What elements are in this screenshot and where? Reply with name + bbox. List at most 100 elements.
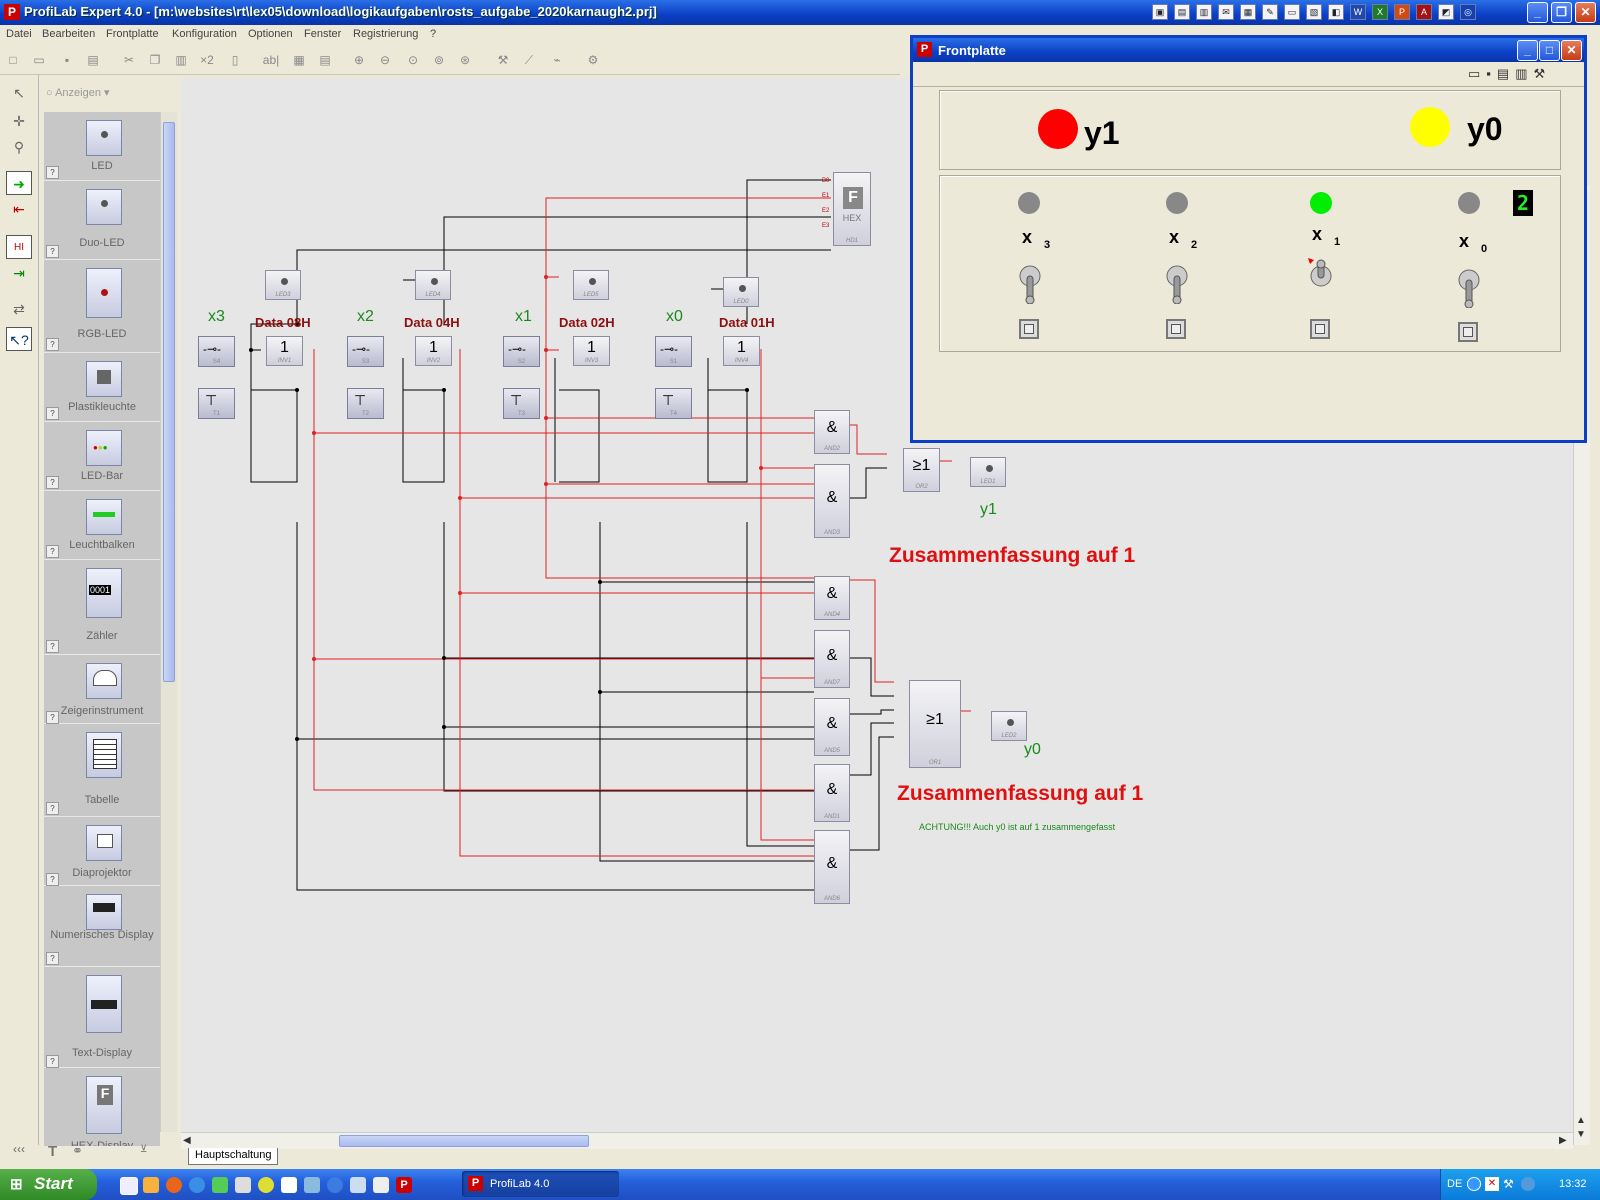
- menu-frontplatte[interactable]: Frontplatte: [106, 28, 159, 40]
- tray-app-icon[interactable]: ▤: [1174, 4, 1190, 20]
- tools-icon[interactable]: ⚒: [497, 53, 509, 67]
- palette-item-numerisches-display[interactable]: Numerisches Display ?: [44, 886, 160, 967]
- mail-icon[interactable]: ✉: [1218, 4, 1234, 20]
- zoom-fit-icon[interactable]: ⊙: [407, 53, 419, 67]
- wire-icon[interactable]: ⟋: [524, 53, 534, 67]
- notes-icon[interactable]: ✎: [1262, 4, 1278, 20]
- output-led-y0[interactable]: LED2: [991, 711, 1027, 741]
- help-question-icon[interactable]: ?: [46, 711, 59, 724]
- restore-button[interactable]: ❐: [1551, 2, 1572, 23]
- print-icon[interactable]: ▤: [87, 53, 99, 67]
- palette-item-diaprojektor[interactable]: Diaprojektor ?: [44, 817, 160, 886]
- palette-item-rgb-led[interactable]: RGB-LED ?: [44, 260, 160, 353]
- taskbar-task-profilab[interactable]: P ProfiLab 4.0: [462, 1171, 619, 1197]
- tray-app-icon[interactable]: ▦: [1240, 4, 1256, 20]
- palette-item-led-bar[interactable]: ●●● LED-Bar ?: [44, 422, 160, 491]
- help-question-icon[interactable]: ?: [46, 952, 59, 965]
- language-indicator[interactable]: DE: [1447, 1178, 1463, 1190]
- quicklaunch-app-icon[interactable]: [143, 1177, 159, 1193]
- tools-icon[interactable]: ⚒: [1533, 66, 1552, 81]
- binoculars-icon[interactable]: ⚭: [72, 1143, 83, 1158]
- and-gate-and2[interactable]: &AND2: [814, 410, 850, 454]
- help-question-icon[interactable]: ?: [46, 873, 59, 886]
- button-x3[interactable]: ⊤T1: [198, 388, 235, 419]
- help-question-icon[interactable]: ?: [46, 166, 59, 179]
- switch-x1[interactable]: -⊸-S2: [503, 336, 540, 367]
- x0-toggle-switch[interactable]: [1456, 268, 1482, 308]
- palette-scrollbar[interactable]: [160, 112, 177, 1132]
- print-icon[interactable]: ▤: [1496, 66, 1516, 81]
- copy-icon[interactable]: ❐: [149, 53, 161, 67]
- menu-konfiguration[interactable]: Konfiguration: [172, 28, 237, 40]
- minimize-button[interactable]: _: [1527, 2, 1548, 23]
- pointer-tool-icon[interactable]: ↖: [13, 85, 25, 101]
- quicklaunch-profilab-icon[interactable]: P: [396, 1177, 412, 1193]
- help-question-icon[interactable]: ?: [46, 245, 59, 258]
- menu-fenster[interactable]: Fenster: [304, 28, 342, 40]
- palette-item-zaehler[interactable]: 0001 Zähler ?: [44, 560, 160, 655]
- frontplatte-close-button[interactable]: ✕: [1561, 40, 1582, 61]
- menu-datei[interactable]: Datei: [6, 28, 32, 40]
- pin-icon[interactable]: ⊻: [140, 1144, 148, 1155]
- delete-icon[interactable]: ▯: [231, 53, 239, 67]
- menu-bearbeiten[interactable]: Bearbeiten: [42, 28, 96, 40]
- and-gate-and4[interactable]: &AND4: [814, 576, 850, 620]
- internet-explorer-icon[interactable]: [327, 1177, 343, 1193]
- text-tool-icon[interactable]: T: [48, 1143, 58, 1160]
- open-folder-icon[interactable]: ▭: [1468, 66, 1487, 81]
- led-x1[interactable]: LED5: [573, 270, 609, 300]
- text-label-icon[interactable]: ab|: [262, 53, 280, 67]
- led-x3[interactable]: LED3: [265, 270, 301, 300]
- tools-tray-icon[interactable]: ⚒: [1503, 1177, 1514, 1191]
- switch-view-icon[interactable]: ⇄: [13, 301, 25, 317]
- profilab-app-icon[interactable]: P: [4, 4, 20, 20]
- palette-item-zeigerinstrument[interactable]: Zeigerinstrument ?: [44, 655, 160, 724]
- clipboard-icon[interactable]: ▥: [1515, 66, 1534, 81]
- quicklaunch-app-icon[interactable]: [304, 1177, 320, 1193]
- app-title-bar[interactable]: P ProfiLab Expert 4.0 - [m:\websites\rt\…: [0, 0, 1600, 25]
- tray-app-icon[interactable]: ▥: [1196, 4, 1212, 20]
- and-gate-and3[interactable]: &AND3: [814, 464, 850, 538]
- scroll-up-icon[interactable]: ▲: [1576, 1115, 1586, 1126]
- button-x2[interactable]: ⊤T2: [347, 388, 384, 419]
- help-question-icon[interactable]: ?: [46, 545, 59, 558]
- excel-icon[interactable]: X: [1372, 4, 1388, 20]
- quicklaunch-app-icon[interactable]: [281, 1177, 297, 1193]
- word-icon[interactable]: W: [1350, 4, 1366, 20]
- palette-item-hex-display[interactable]: F HEX-Display: [44, 1068, 160, 1147]
- help-cursor-icon[interactable]: ↖?: [6, 327, 32, 351]
- quicklaunch-app-icon[interactable]: [350, 1177, 366, 1193]
- palette-category-select[interactable]: ○ Anzeigen ▾: [46, 87, 110, 99]
- firefox-icon[interactable]: [166, 1177, 182, 1193]
- list-icon[interactable]: ▤: [319, 53, 331, 67]
- magnifier-tool-icon[interactable]: ⚲: [13, 139, 25, 155]
- button-x0[interactable]: ⊤T4: [655, 388, 692, 419]
- hi-lo-icon[interactable]: HI: [6, 235, 32, 259]
- start-button[interactable]: ⊞ Start: [0, 1169, 97, 1200]
- network-icon[interactable]: [1467, 1177, 1481, 1191]
- quicklaunch-app-icon[interactable]: [189, 1177, 205, 1193]
- menu-registrierung[interactable]: Registrierung: [353, 28, 419, 40]
- new-file-icon[interactable]: □: [9, 53, 17, 67]
- frontplatte-minimize-button[interactable]: _: [1517, 40, 1538, 61]
- switch-x3[interactable]: -⊸-S4: [198, 336, 235, 367]
- help-question-icon[interactable]: ?: [46, 640, 59, 653]
- scroll-down-icon[interactable]: ▼: [1576, 1129, 1586, 1140]
- run-arrow-icon[interactable]: ➜: [6, 171, 32, 195]
- zoom-area-icon[interactable]: ⊚: [433, 53, 445, 67]
- probe-icon[interactable]: ⇥: [13, 265, 25, 281]
- powerpoint-icon[interactable]: P: [1394, 4, 1410, 20]
- x1-push-button[interactable]: [1310, 319, 1330, 339]
- led-x2[interactable]: LED4: [415, 270, 451, 300]
- duplicate-icon[interactable]: ×2: [200, 53, 214, 67]
- tray-app-icon[interactable]: ▣: [1152, 4, 1168, 20]
- scroll-left-icon[interactable]: ◀: [183, 1135, 191, 1146]
- zoom-page-icon[interactable]: ⊛: [459, 53, 471, 67]
- quicklaunch-app-icon[interactable]: [235, 1177, 251, 1193]
- tray-app-icon[interactable]: ◧: [1328, 4, 1344, 20]
- scroll-right-icon[interactable]: ▶: [1559, 1135, 1567, 1146]
